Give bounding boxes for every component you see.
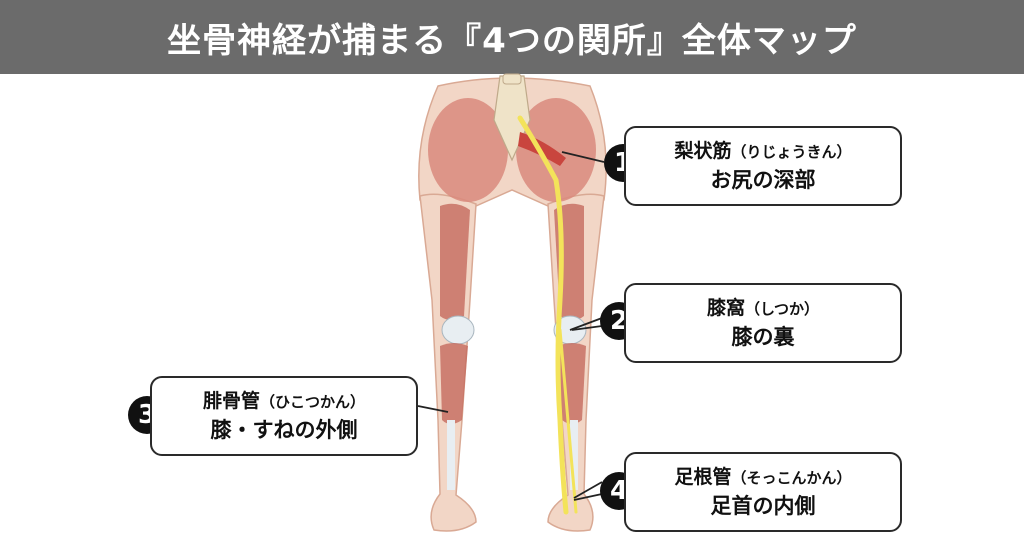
muscle-layer (428, 73, 596, 490)
callout-3-location: 膝・すねの外側 (210, 417, 358, 442)
callout-1-name: 梨状筋 (674, 139, 732, 162)
callout-tarsal-tunnel: 足根管（そっこんかん） 足首の内側 (624, 452, 902, 532)
callout-popliteal: 膝窩（しつか） 膝の裏 (624, 283, 902, 363)
callout-3-name: 腓骨管 (202, 389, 260, 412)
callout-fibular-tunnel: 腓骨管（ひこつかん） 膝・すねの外側 (150, 376, 418, 456)
callout-2-name: 膝窩 (706, 296, 745, 319)
sciatic-nerve (517, 115, 569, 515)
callout-2-location: 膝の裏 (731, 324, 795, 349)
callout-2-reading: （しつか） (744, 299, 820, 318)
pointer-lines (417, 151, 605, 501)
callout-4-reading: （そっこんかん） (731, 468, 852, 487)
callout-1-location: お尻の深部 (710, 167, 816, 192)
callout-1-reading: （りじょうきん） (731, 142, 852, 161)
page-title: 坐骨神経が捕まる『4つの関所』全体マップ (167, 20, 857, 61)
sciatic-nerve-branch (558, 328, 578, 514)
piriformis-muscle (518, 132, 566, 166)
callout-4-location: 足首の内側 (710, 493, 816, 518)
callout-4-name: 足根管 (674, 465, 732, 488)
title-bar: 坐骨神経が捕まる『4つの関所』全体マップ (0, 0, 1024, 74)
callout-piriformis: 梨状筋（りじょうきん） お尻の深部 (624, 126, 902, 206)
callout-3-reading: （ひこつかん） (260, 392, 366, 411)
